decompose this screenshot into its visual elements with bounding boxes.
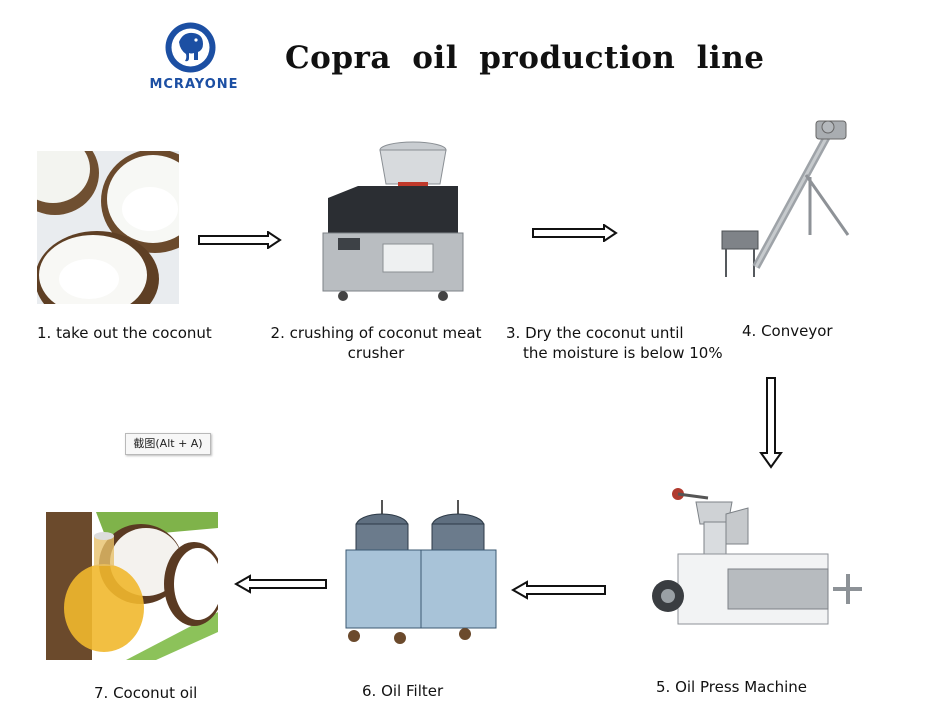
page-title: Copra oil production line xyxy=(285,40,765,76)
arrow-4-to-5 xyxy=(759,377,783,469)
coconut-halves-photo xyxy=(37,151,179,304)
coconut-oil-bottle-photo xyxy=(46,512,218,660)
arrow-1-to-2 xyxy=(198,231,282,249)
step-5-label: 5. Oil Press Machine xyxy=(656,678,808,696)
step-1-label: 1. take out the coconut xyxy=(37,324,212,342)
step-2-label-line1: 2. crushing of coconut meat xyxy=(270,324,482,342)
step-2-label: 2. crushing of coconut meat crusher xyxy=(268,324,484,362)
step-2-label-line2: crusher xyxy=(347,344,405,362)
step-4-label: 4. Conveyor xyxy=(742,322,833,340)
brand-logo xyxy=(163,20,218,75)
oil-press-machine xyxy=(648,484,870,634)
step-7-label: 7. Coconut oil xyxy=(94,684,198,702)
step-3-label-line2: the moisture is below 10% xyxy=(523,344,723,362)
elephant-logo-icon xyxy=(165,22,216,73)
screenshot-tooltip: 截图(Alt + A) xyxy=(125,433,211,455)
arrow-2-to-3 xyxy=(532,224,618,242)
brand-name: MCRAYONE xyxy=(149,77,239,92)
step-3-label: 3. Dry the coconut until the moisture is… xyxy=(506,324,723,362)
step-3-label-line1: 3. Dry the coconut until xyxy=(506,324,684,342)
arrow-6-to-7 xyxy=(234,574,327,594)
step-6-label: 6. Oil Filter xyxy=(362,682,444,700)
screw-conveyor xyxy=(718,117,853,279)
arrow-5-to-6 xyxy=(511,580,606,600)
oil-filter-machine xyxy=(340,500,502,646)
coconut-crusher-machine xyxy=(318,138,468,302)
